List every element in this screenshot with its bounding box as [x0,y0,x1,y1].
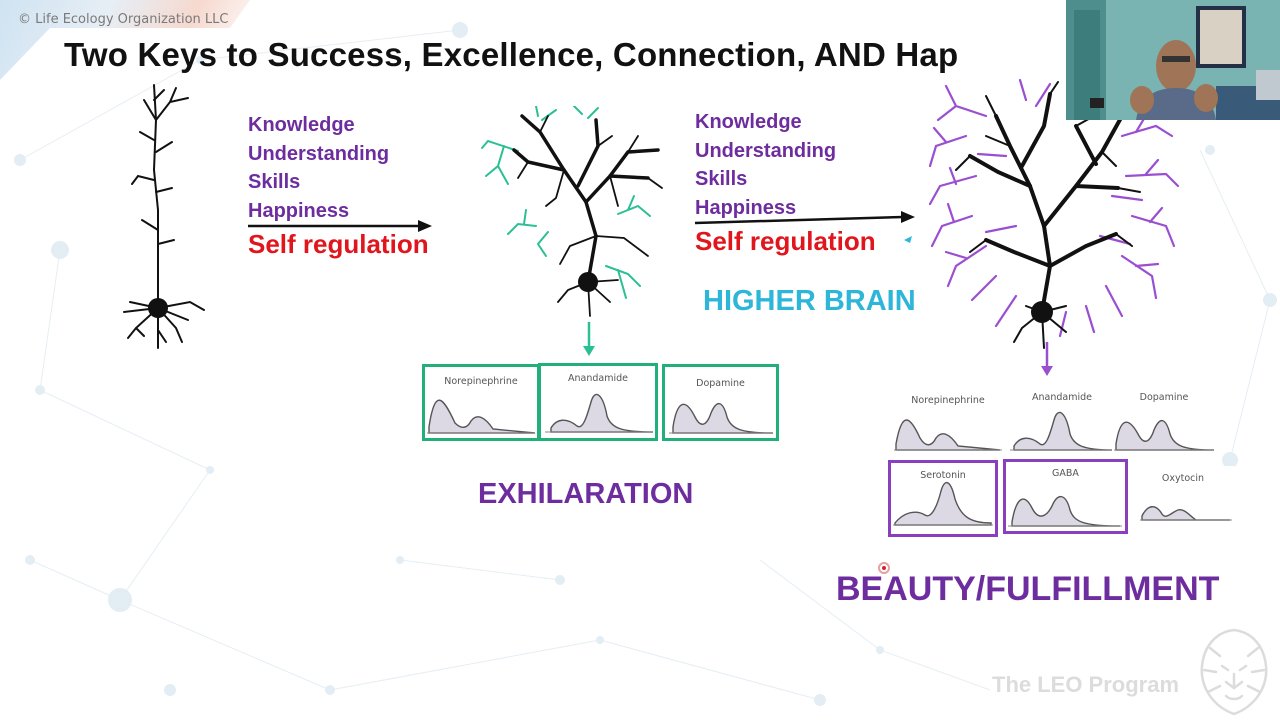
presenter-video-frame [1066,0,1280,120]
neuron-icon-simple [123,84,205,349]
arrow-down-icon [583,322,595,356]
arrow-right-icon [695,211,915,225]
chart-card-gaba: GABA [1003,459,1128,534]
chart-label: Norepinephrine [911,395,985,406]
list-item: Understanding [695,139,837,162]
list-item: Understanding [248,142,390,165]
chart-card-dopamine-2: Dopamine [1112,386,1216,454]
list-item: Knowledge [248,114,355,136]
chart-label: Dopamine [696,378,745,389]
leo-program-brand: The LEO Program [992,672,1180,697]
chart-label: Anandamide [568,373,628,384]
chart-card-oxytocin: Oxytocin [1132,466,1234,526]
chart-curve [1114,420,1215,451]
chart-label: Oxytocin [1161,473,1205,484]
list-item: Skills [695,168,748,190]
chart-label: Anandamide [1032,392,1092,403]
beauty-fulfillment-label: BEAUTY/FULFILLMENT [836,570,1220,608]
chart-card-anandamide-2: Anandamide [1008,386,1116,454]
cursor-icon [878,562,890,574]
chart-curve [545,393,654,433]
self-regulation-right: Self regulation [695,226,876,256]
chart-curve [1010,411,1115,451]
list-item: Skills [248,171,301,193]
chart-card-anandamide: Anandamide [538,363,658,441]
chart-curve [669,403,774,434]
chart-curve [1140,506,1232,521]
arrow-down-icon [1041,342,1053,376]
chart-label: Norepinephrine [444,376,518,387]
chart-curve [894,419,1002,451]
neuron-icon-green [481,106,663,317]
higher-brain-label: HIGHER BRAIN [703,285,916,317]
skills-list-right: Knowledge Understanding Skills Happiness [695,108,836,222]
slide-title: Two Keys to Success, Excellence, Connect… [64,36,959,73]
chart-label: GABA [1052,468,1079,479]
chart-card-norepinephrine-2: Norepinephrine [892,388,1004,454]
chart-label: Serotonin [920,470,966,481]
exhilaration-label: EXHILARATION [478,478,694,510]
copyright-text: © Life Ecology Organization LLC [18,12,229,27]
chart-curve [427,399,536,434]
list-item: Knowledge [695,111,802,133]
small-marker-icon [904,236,912,243]
neuron-icon-purple [928,76,1180,349]
list-item: Happiness [695,196,797,219]
chart-label: Dopamine [1139,392,1189,403]
chart-curve [1008,496,1122,527]
chart-curve [893,481,993,526]
skills-list-left: Knowledge Understanding Skills Happiness [248,111,389,225]
webcam-video[interactable] [1066,0,1280,120]
arrow-right-icon [248,220,432,232]
chart-card-serotonin: Serotonin [888,460,998,537]
chart-card-dopamine: Dopamine [662,364,779,441]
chart-card-norepinephrine: Norepinephrine [422,364,540,441]
lion-logo-icon [1200,628,1268,716]
list-item: Happiness [248,199,350,222]
self-regulation-left: Self regulation [248,229,429,259]
